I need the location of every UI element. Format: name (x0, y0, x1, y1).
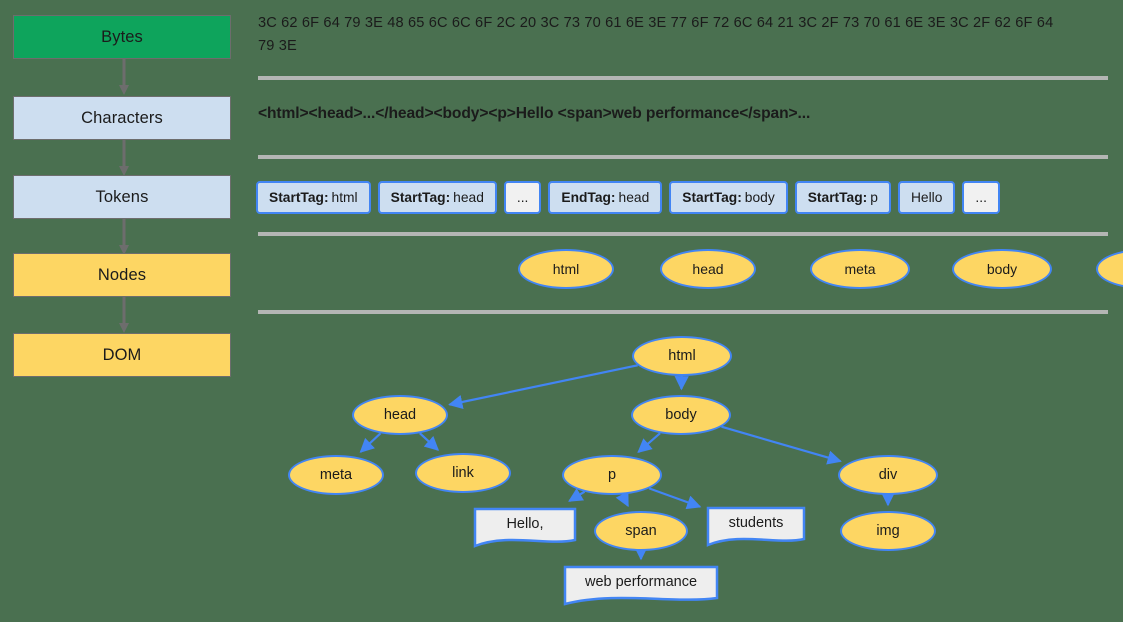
dom-tree-node-p[interactable]: p (562, 455, 662, 495)
dom-tree-node-label: Hello, (506, 516, 544, 532)
token-value: head (618, 190, 650, 205)
pipeline-stage-label: Nodes (97, 265, 147, 284)
token-value: ... (516, 190, 529, 205)
token-chip[interactable]: StartTag:html (256, 181, 371, 214)
node-label: meta (844, 261, 876, 277)
dom-tree-edge (448, 364, 638, 410)
separator-bytes (258, 76, 1108, 80)
dom-tree-node-label: web performance (584, 574, 698, 590)
dom-tree-node-label: span (625, 523, 657, 539)
document-shape (706, 506, 806, 547)
dom-tree-node-label: body (665, 407, 697, 423)
dom-tree-node-label: link (452, 465, 474, 481)
dom-tree-edge (648, 487, 702, 510)
separator-characters (258, 155, 1108, 159)
dom-tree-edge (419, 432, 440, 451)
token-kind: StartTag: (807, 190, 868, 205)
pipeline-column: Bytes Characters Tokens Nodes DOM (0, 0, 250, 622)
node-ellipse[interactable]: head (660, 249, 756, 289)
dom-tree-node-label: img (876, 523, 900, 539)
dom-tree-edge (359, 432, 382, 453)
node-ellipse[interactable]: meta (810, 249, 910, 289)
separator-tokens (258, 232, 1108, 236)
dom-tree-edge (615, 491, 629, 508)
pipeline-stage-characters[interactable]: Characters (13, 96, 231, 140)
pipeline-stage-label: Bytes (101, 27, 143, 46)
dom-tree-node-label: head (383, 407, 417, 423)
token-value: Hello (910, 190, 943, 205)
pipeline-stage-nodes[interactable]: Nodes (13, 253, 231, 297)
dom-tree-edge (721, 425, 842, 465)
pipeline-arrow-tokens-to-nodes (119, 219, 129, 255)
pipeline-arrow-nodes-to-dom (119, 297, 129, 333)
dom-tree-node-label: html (668, 348, 696, 364)
token-chip[interactable]: StartTag:p (794, 181, 891, 214)
token-kind: StartTag: (390, 190, 451, 205)
dom-tree-node-body[interactable]: body (631, 395, 731, 435)
token-chip[interactable]: StartTag:body (669, 181, 788, 214)
document-shape (473, 507, 577, 548)
node-label: head (692, 261, 724, 277)
token-value: html (331, 190, 358, 205)
pipeline-stage-tokens[interactable]: Tokens (13, 175, 231, 219)
token-chip[interactable]: StartTag:head (377, 181, 497, 214)
token-chip[interactable]: ... (962, 181, 1000, 214)
pipeline-stage-label: Characters (81, 108, 163, 127)
dom-tree-edge (637, 432, 661, 454)
dom-tree-node-label: p (607, 467, 617, 483)
dom-tree-node-label: students (728, 515, 784, 531)
pipeline-stage-label: Tokens (95, 187, 149, 206)
token-chip[interactable]: EndTag:head (548, 181, 663, 214)
token-chip[interactable]: Hello (897, 181, 956, 214)
token-value: head (453, 190, 484, 205)
token-value: ... (975, 190, 987, 205)
dom-tree-edge (568, 488, 586, 502)
pipeline-stage-bytes[interactable]: Bytes (13, 15, 231, 59)
dom-tree-node-meta[interactable]: meta (288, 455, 384, 495)
node-label: html (552, 261, 580, 277)
pipeline-stage-dom[interactable]: DOM (13, 333, 231, 377)
dom-tree-text-node-hello[interactable]: Hello, (473, 507, 577, 549)
node-list: htmlheadmetabodypHello (250, 243, 1123, 303)
dom-tree-node-label: div (878, 467, 898, 483)
dom-tree-node-span[interactable]: span (594, 511, 688, 551)
dom-tree-node-html[interactable]: html (632, 336, 732, 376)
token-chip[interactable]: ... (503, 181, 542, 214)
token-value: p (870, 190, 878, 205)
dom-tree-node-label: meta (319, 467, 353, 483)
characters-markup-text: <html><head>...</head><body><p>Hello <sp… (258, 105, 811, 122)
node-ellipse[interactable]: html (518, 249, 614, 289)
node-label: body (986, 261, 1018, 277)
node-ellipse[interactable]: body (952, 249, 1052, 289)
token-kind: StartTag: (269, 190, 329, 205)
dom-tree-node-link[interactable]: link (415, 453, 511, 493)
token-kind: EndTag: (561, 190, 616, 205)
separator-nodes (258, 310, 1108, 314)
bytes-hex-text: 3C 62 6F 64 79 3E 48 65 6C 6C 6F 2C 20 3… (258, 15, 1054, 54)
document-shape (563, 565, 719, 606)
dom-tree-node-div[interactable]: div (838, 455, 938, 495)
pipeline-stage-label: DOM (102, 345, 142, 364)
detail-column: 3C 62 6F 64 79 3E 48 65 6C 6C 6F 2C 20 3… (250, 0, 1123, 622)
dom-tree-text-node-students[interactable]: students (706, 506, 806, 548)
dom-tree-text-node-webperf[interactable]: web performance (563, 565, 719, 607)
dom-tree-node-head[interactable]: head (352, 395, 448, 435)
token-kind: StartTag: (682, 190, 742, 205)
pipeline-arrow-bytes-to-characters (119, 59, 129, 95)
dom-tree-node-img[interactable]: img (840, 511, 936, 551)
pipeline-arrow-characters-to-tokens (119, 140, 129, 176)
token-value: body (744, 190, 775, 205)
